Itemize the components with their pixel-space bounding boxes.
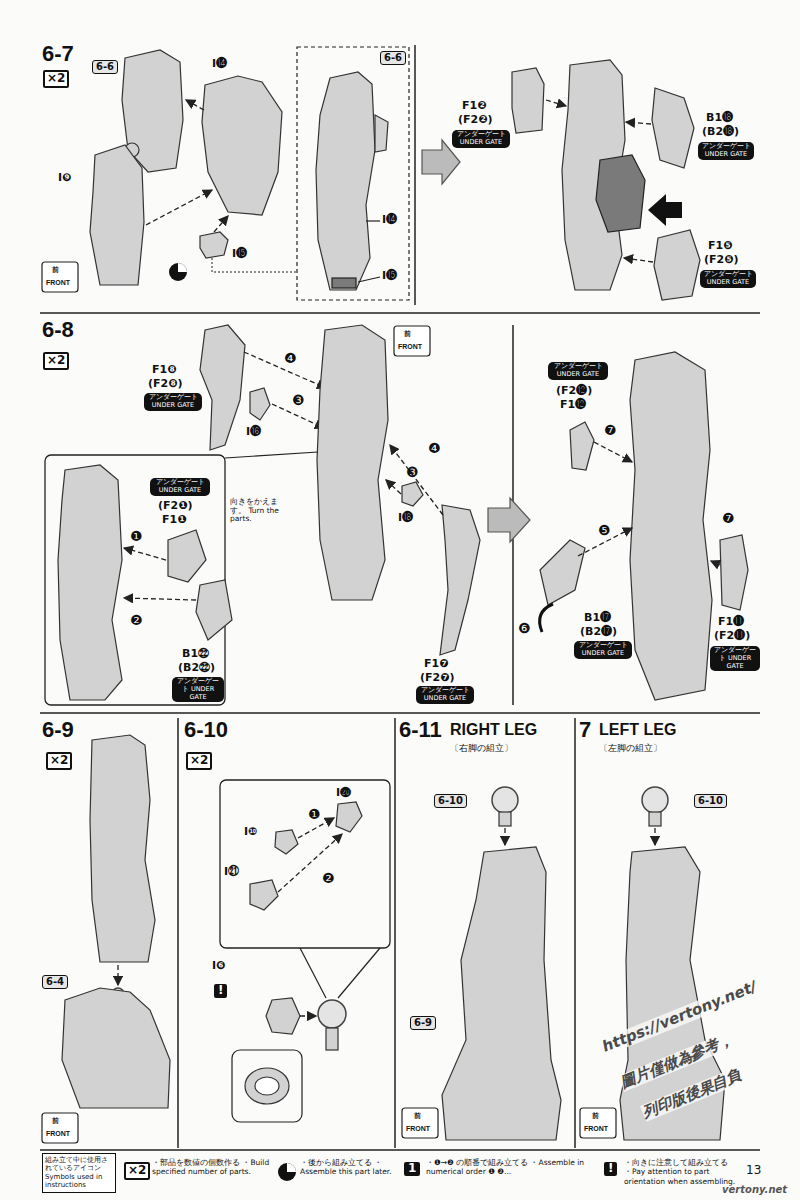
legend-text: ・部品を数値の個数作る ・Build specified number of p… bbox=[152, 1158, 278, 1177]
step-panel: 6-9 bbox=[40, 718, 176, 1148]
step-subtitle: 〔右脚の組立〕 bbox=[450, 743, 513, 754]
part-number: I⓮ bbox=[212, 58, 227, 71]
step-number: 6-8 bbox=[42, 318, 74, 342]
step-number: 6-7 bbox=[42, 42, 74, 66]
under-gate-badge: アンダーゲート UNDER GATE bbox=[698, 142, 754, 160]
quantity-icon: ×2 bbox=[46, 752, 72, 770]
step-reference: 6-6 bbox=[92, 60, 118, 74]
warning-icon: ! bbox=[604, 1162, 617, 1176]
under-gate-badge: アンダーゲート UNDER GATE bbox=[710, 646, 760, 671]
front-icon-text: 前 bbox=[404, 330, 411, 338]
front-icon-text: 前 bbox=[414, 1112, 421, 1120]
step-reference: 6-9 bbox=[410, 1016, 436, 1030]
order-number: ❼ bbox=[722, 510, 735, 526]
step-number: 6-10 bbox=[184, 718, 228, 742]
front-icon-text: FRONT bbox=[46, 1130, 70, 1138]
part-number: F1❷ bbox=[462, 100, 486, 113]
warning-icon: 1 bbox=[404, 1162, 420, 1176]
front-icon-text: 前 bbox=[52, 1117, 59, 1125]
order-number: ❹ bbox=[428, 440, 441, 456]
legend-text: ・後から組み立てる ・Assemble this part later. bbox=[300, 1158, 398, 1177]
step-panel: 6-11 RIGHT LEG 〔右脚の組立〕 bbox=[397, 718, 573, 1148]
part-number: I❿ bbox=[244, 826, 257, 839]
step-reference: 6-6 bbox=[380, 51, 406, 65]
order-number: ❼ bbox=[604, 422, 617, 438]
front-icon-text: 前 bbox=[592, 1112, 599, 1120]
part-number: (F2⓫) bbox=[714, 630, 750, 643]
under-gate-badge: アンダーゲート UNDER GATE bbox=[172, 677, 224, 702]
legend-text: ・❶→❷ の順番で組み立てる ・Assemble in numerical or… bbox=[426, 1158, 596, 1177]
warning-icon: ! bbox=[214, 984, 227, 998]
part-number: F1❺ bbox=[708, 240, 732, 253]
front-icon-text: FRONT bbox=[46, 279, 70, 287]
part-number: (F2❷) bbox=[458, 114, 493, 127]
part-number: I㉑ bbox=[224, 866, 239, 879]
part-number: I⓴ bbox=[336, 787, 351, 800]
quantity-icon: ×2 bbox=[124, 1162, 150, 1180]
order-number: ❺ bbox=[598, 522, 611, 538]
part-number: B1⓱ bbox=[584, 612, 611, 625]
under-gate-badge: アンダーゲート UNDER GATE bbox=[452, 130, 510, 148]
part-number: (F2❶) bbox=[158, 500, 193, 513]
step-title: RIGHT LEG bbox=[450, 721, 537, 739]
front-icon-text: 前 bbox=[52, 266, 59, 274]
front-icon-text: FRONT bbox=[398, 343, 422, 351]
step-title: LEFT LEG bbox=[599, 721, 676, 739]
under-gate-badge: アンダーゲート UNDER GATE bbox=[144, 393, 202, 411]
step-reference: 6-10 bbox=[694, 794, 727, 808]
page-number: 13 bbox=[746, 1164, 761, 1178]
part-number: I⓲ bbox=[398, 512, 413, 525]
part-number: (F2⓬) bbox=[556, 385, 592, 398]
step-reference: 6-4 bbox=[42, 975, 68, 989]
part-number: F1⓬ bbox=[560, 399, 586, 412]
order-number: ❸ bbox=[406, 464, 419, 480]
quantity-icon: ×2 bbox=[43, 352, 69, 370]
under-gate-badge: アンダーゲート UNDER GATE bbox=[700, 270, 756, 288]
part-number: (B2⓲) bbox=[702, 126, 739, 139]
part-number: (F2❽) bbox=[148, 378, 183, 391]
front-icon-text: FRONT bbox=[406, 1125, 430, 1133]
order-number: ❹ bbox=[284, 350, 297, 366]
order-number: ❷ bbox=[322, 870, 335, 886]
under-gate-badge: アンダーゲート UNDER GATE bbox=[548, 362, 608, 380]
order-number: ❶ bbox=[308, 806, 321, 822]
order-number: ❶ bbox=[130, 528, 143, 544]
step-number: 6-11 bbox=[399, 718, 442, 742]
part-number: I⓰ bbox=[246, 426, 261, 439]
part-number: I❾ bbox=[58, 172, 71, 185]
part-number: I⓮ bbox=[382, 214, 397, 227]
under-gate-badge: アンダーゲート UNDER GATE bbox=[150, 478, 210, 496]
part-number: F1❽ bbox=[152, 364, 176, 377]
part-number: F1❶ bbox=[162, 514, 186, 527]
part-number: B1㉒ bbox=[182, 648, 209, 661]
quantity-icon: ×2 bbox=[43, 70, 69, 88]
step-number: 7 bbox=[579, 718, 591, 742]
front-icon-text: FRONT bbox=[584, 1125, 608, 1133]
step-panel: 6-10 bbox=[180, 718, 393, 1148]
part-number: B1⓲ bbox=[706, 112, 733, 125]
step-panel: 6-7 bbox=[40, 42, 760, 310]
under-gate-badge: アンダーゲート UNDER GATE bbox=[574, 641, 632, 659]
part-number: (F2❺) bbox=[704, 254, 739, 267]
order-number: ❷ bbox=[130, 612, 143, 628]
step-number: 6-9 bbox=[42, 718, 74, 742]
order-number: ❻ bbox=[518, 620, 531, 636]
legend-text: ・向きに注意して組み立てる ・Pay attention to part ori… bbox=[624, 1158, 736, 1186]
legend-heading: 組み立て中に使用されているアイコン Symbols used in instru… bbox=[42, 1153, 116, 1193]
part-number: I⓯ bbox=[382, 270, 397, 283]
part-number: F1⓫ bbox=[718, 616, 744, 629]
part-number: (B2⓱) bbox=[580, 626, 617, 639]
part-number: (F2❼) bbox=[420, 672, 455, 685]
quantity-icon: ×2 bbox=[186, 752, 212, 770]
step-subtitle: 〔左脚の組立〕 bbox=[599, 743, 662, 754]
step-reference: 6-10 bbox=[434, 794, 467, 808]
part-number: (B2㉒) bbox=[178, 662, 215, 675]
part-number: F1❼ bbox=[424, 658, 448, 671]
part-number: I❻ bbox=[212, 960, 225, 973]
note: 向きをかえます。 Turn the parts. bbox=[230, 498, 282, 524]
part-number: I⓯ bbox=[232, 248, 247, 261]
order-number: ❸ bbox=[292, 392, 305, 408]
under-gate-badge: アンダーゲート UNDER GATE bbox=[416, 686, 474, 704]
